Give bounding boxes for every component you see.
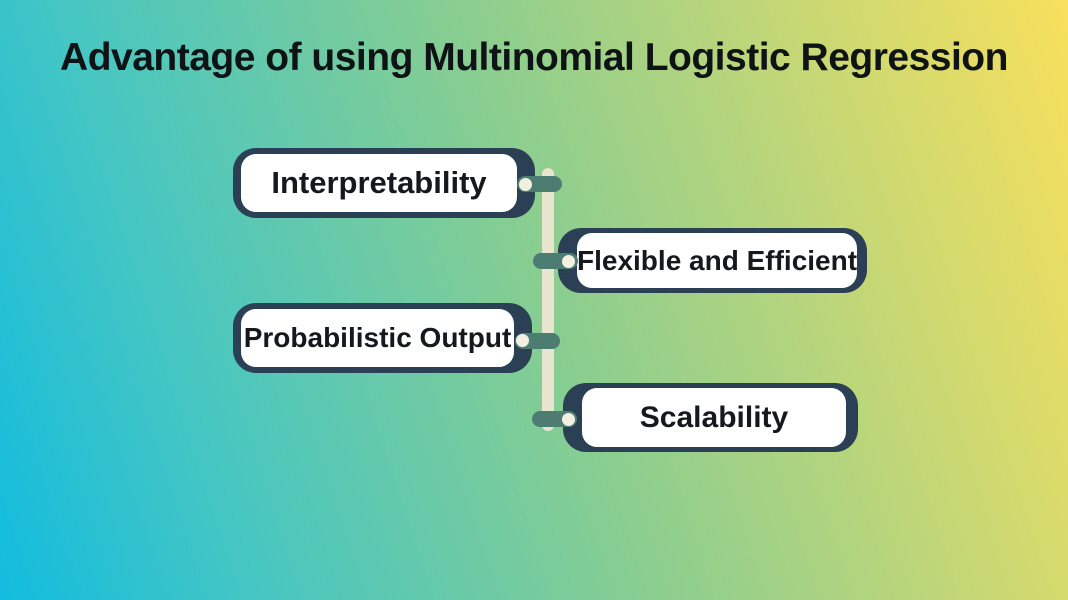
page-title: Advantage of using Multinomial Logistic … xyxy=(60,36,1008,79)
connector-dot-2 xyxy=(562,255,575,268)
connector-dot-3 xyxy=(516,334,529,347)
box-label: Scalability xyxy=(639,400,789,434)
advantage-box-interpretability: Interpretability xyxy=(233,148,535,218)
advantage-box-flexible-and-efficient: Flexible and Efficient xyxy=(558,228,867,293)
connector-dot-4 xyxy=(562,413,575,426)
connector-dot-1 xyxy=(519,178,532,191)
box-label: Flexible and Efficient xyxy=(577,244,858,276)
box-label-container: Scalability xyxy=(582,388,846,447)
box-label-container: Interpretability xyxy=(241,154,517,212)
advantage-box-scalability: Scalability xyxy=(563,383,858,452)
box-label: Probabilistic Output xyxy=(243,322,512,353)
advantage-box-probabilistic-output: Probabilistic Output xyxy=(233,303,532,373)
box-label-container: Flexible and Efficient xyxy=(577,233,858,288)
timeline-spine xyxy=(542,168,554,431)
box-label-container: Probabilistic Output xyxy=(241,309,514,367)
box-label: Interpretability xyxy=(271,165,487,200)
